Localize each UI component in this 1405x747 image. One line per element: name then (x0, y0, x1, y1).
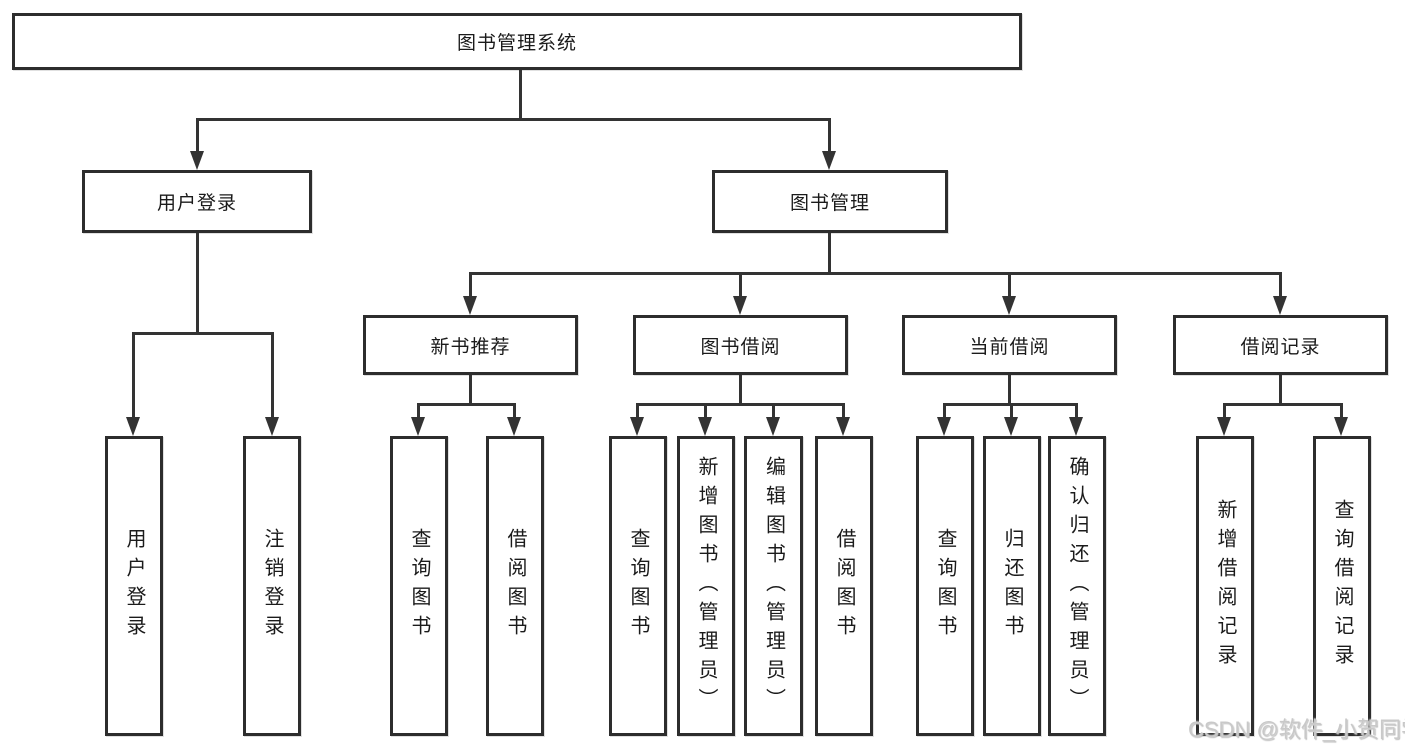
arrow-down-icon (507, 417, 521, 436)
node-book-borrow: 图书借阅 (633, 315, 848, 375)
connector-vline (842, 405, 845, 419)
leaf-add-book-admin: 新增图书（管理员） (677, 436, 735, 736)
arrow-down-icon (1069, 417, 1083, 436)
connector-vline (636, 405, 639, 419)
leaf-query-books-current: 查询图书 (916, 436, 974, 736)
connector-vline (1279, 274, 1282, 299)
arrow-down-icon (190, 151, 204, 170)
connector-vline (196, 233, 199, 335)
arrow-down-icon (733, 296, 747, 315)
arrow-down-icon (126, 417, 140, 436)
leaf-borrow-books-recommend: 借阅图书 (486, 436, 544, 736)
leaf-label: 查询图书 (408, 528, 430, 644)
leaf-label: 查询图书 (627, 528, 649, 644)
leaf-label: 借阅图书 (833, 528, 855, 644)
connector-vline (513, 405, 516, 419)
arrow-down-icon (1217, 417, 1231, 436)
arrow-down-icon (836, 417, 850, 436)
leaf-query-books-recommend: 查询图书 (390, 436, 448, 736)
node-current-borrow: 当前借阅 (902, 315, 1117, 375)
node-new-book-recommend: 新书推荐 (363, 315, 578, 375)
connector-vline (469, 375, 472, 406)
connector-vline (739, 274, 742, 299)
leaf-edit-book-admin: 编辑图书（管理员） (744, 436, 803, 736)
leaf-label: 归还图书 (1001, 528, 1023, 644)
arrow-down-icon (463, 296, 477, 315)
leaf-logout: 注销登录 (243, 436, 301, 736)
leaf-label: 借阅图书 (504, 528, 526, 644)
connector-hline (132, 332, 274, 335)
node-library-management-system: 图书管理系统 (12, 13, 1022, 70)
leaf-label: 新增借阅记录 (1214, 499, 1236, 673)
arrow-down-icon (822, 151, 836, 170)
connector-vline (1008, 274, 1011, 299)
connector-vline (1008, 375, 1011, 406)
leaf-label: 新增图书（管理员） (695, 455, 717, 717)
arrow-down-icon (411, 417, 425, 436)
leaf-label: 编辑图书（管理员） (762, 455, 785, 717)
node-borrow-records: 借阅记录 (1173, 315, 1388, 375)
connector-vline (739, 375, 742, 406)
leaf-add-borrow-record: 新增借阅记录 (1196, 436, 1254, 736)
arrow-down-icon (1002, 296, 1016, 315)
connector-vline (1223, 405, 1226, 419)
connector-hline (196, 118, 831, 121)
leaf-query-books-borrow: 查询图书 (609, 436, 667, 736)
node-book-management: 图书管理 (712, 170, 948, 233)
csdn-watermark: CSDN @软件_小贺同学 (1188, 717, 1405, 742)
arrow-down-icon (766, 417, 780, 436)
leaf-label: 用户登录 (123, 528, 145, 644)
connector-hline (417, 403, 516, 406)
connector-vline (469, 274, 472, 299)
leaf-label: 查询图书 (934, 528, 956, 644)
connector-vline (132, 334, 135, 418)
connector-vline (828, 120, 831, 154)
arrow-down-icon (1334, 417, 1348, 436)
arrow-down-icon (265, 417, 279, 436)
arrow-down-icon (630, 417, 644, 436)
connector-vline (1075, 405, 1078, 419)
leaf-return-books: 归还图书 (983, 436, 1041, 736)
connector-vline (1340, 405, 1343, 419)
arrow-down-icon (1273, 296, 1287, 315)
leaf-confirm-return-admin: 确认归还（管理员） (1048, 436, 1106, 736)
connector-vline (417, 405, 420, 419)
leaf-label: 确认归还（管理员） (1066, 455, 1088, 717)
arrow-down-icon (1004, 417, 1018, 436)
arrow-down-icon (698, 417, 712, 436)
connector-hline (943, 403, 1078, 406)
connector-vline (271, 334, 274, 418)
connector-vline (828, 233, 831, 274)
connector-hline (636, 403, 845, 406)
leaf-label: 注销登录 (261, 528, 283, 644)
node-user-login: 用户登录 (82, 170, 312, 233)
connector-vline (1010, 405, 1013, 419)
connector-hline (469, 272, 1282, 275)
leaf-query-borrow-record: 查询借阅记录 (1313, 436, 1371, 736)
connector-vline (196, 120, 199, 154)
leaf-user-login: 用户登录 (105, 436, 163, 736)
connector-vline (519, 70, 522, 119)
connector-vline (772, 405, 775, 419)
arrow-down-icon (937, 417, 951, 436)
connector-hline (1223, 403, 1343, 406)
leaf-borrow-books: 借阅图书 (815, 436, 873, 736)
connector-vline (1279, 375, 1282, 406)
leaf-label: 查询借阅记录 (1331, 499, 1353, 673)
connector-vline (943, 405, 946, 419)
connector-vline (704, 405, 707, 419)
